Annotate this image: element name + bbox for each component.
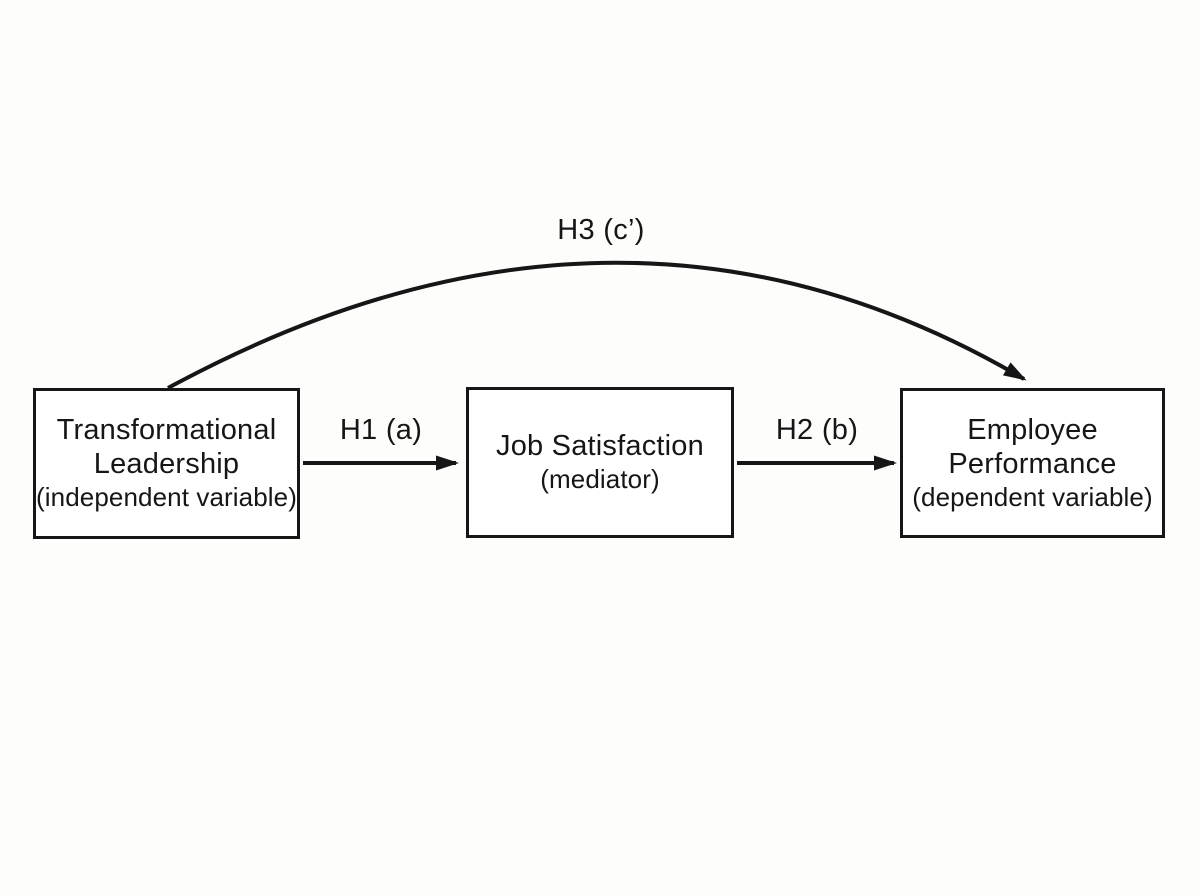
box-independent-variable: Transformational Leadership (independent… [33, 388, 300, 539]
h3-edge-label: H3 (c’) [557, 214, 645, 246]
box-title-line: Performance [948, 447, 1117, 480]
box-title-line: Employee [967, 413, 1098, 446]
h2-edge-label: H2 (b) [775, 414, 859, 446]
box-subtitle: (independent variable) [36, 482, 297, 513]
box-subtitle: (mediator) [540, 464, 660, 495]
h1-edge-label: H1 (a) [339, 414, 423, 446]
box-dependent-variable: Employee Performance (dependent variable… [900, 388, 1165, 538]
box-mediator: Job Satisfaction (mediator) [466, 387, 734, 538]
box-title-line: Transformational [56, 414, 277, 447]
box-subtitle: (dependent variable) [912, 481, 1153, 512]
box-title-line: Leadership [93, 448, 240, 481]
h3-curved-arrow [167, 260, 1027, 390]
box-title-line: Job Satisfaction [496, 430, 704, 463]
